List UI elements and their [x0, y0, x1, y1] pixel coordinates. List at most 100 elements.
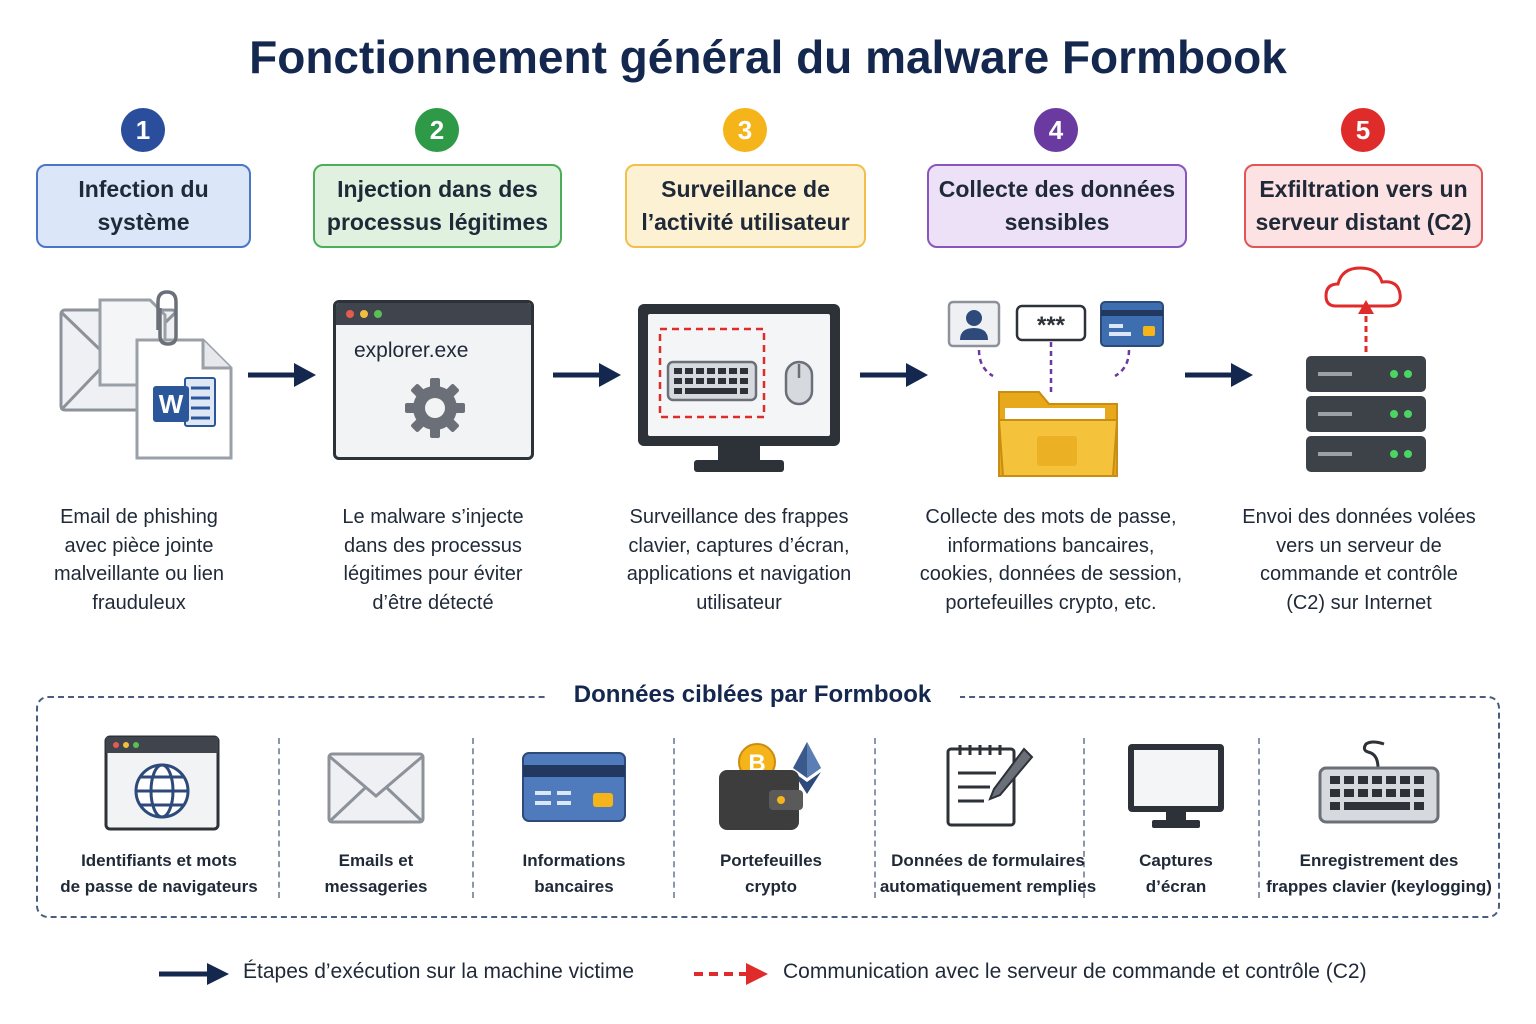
gear-icon — [405, 378, 465, 438]
step-1-title-line2: système — [97, 209, 190, 235]
step-2-description: Le malware s’injecte dans des processus … — [298, 503, 568, 617]
step-1-badge: 1 — [121, 108, 165, 152]
window-dot-yellow — [360, 310, 368, 318]
word-letter: W — [159, 389, 184, 419]
panel-separator — [673, 738, 675, 898]
password-mask-text: *** — [1037, 312, 1066, 339]
label-line: Captures — [1139, 851, 1213, 870]
desc-line: Le malware s’injecte — [342, 506, 524, 528]
desc-line: clavier, captures d’écran, — [628, 534, 850, 557]
step-3-badge: 3 — [723, 108, 767, 152]
step-1-title-box: Infection du système — [36, 164, 251, 248]
flow-arrow-4 — [1185, 363, 1253, 387]
envelope-icon — [327, 752, 425, 824]
desc-line: avec pièce jointe — [64, 534, 214, 557]
step-2-badge: 2 — [415, 108, 459, 152]
step-5-title-line1: Exfiltration vers un — [1259, 176, 1468, 202]
target-label-browser: Identifiants et mots de passe de navigate… — [48, 848, 270, 900]
desc-line: Surveillance des frappes — [629, 506, 849, 528]
form-notepad-icon — [946, 745, 1034, 827]
label-line: d’écran — [1145, 877, 1207, 896]
panel-separator — [1258, 738, 1260, 898]
step-5-description: Envoi des données volées vers un serveur… — [1224, 503, 1494, 617]
flow-arrow-2 — [553, 363, 621, 387]
step-5-title-line2: serveur distant (C2) — [1255, 209, 1472, 235]
label-line: Informations — [522, 851, 626, 870]
desc-line: d’être détecté — [372, 591, 494, 614]
step-3-title-box: Surveillance de l’activité utilisateur — [625, 164, 866, 248]
label-line: Emails et — [338, 851, 414, 870]
desc-line: légitimes pour éviter — [343, 563, 523, 585]
flow-arrow-1 — [248, 363, 316, 387]
label-line: bancaires — [534, 877, 614, 896]
desc-line: portefeuilles crypto, etc. — [945, 591, 1157, 614]
desc-line: cookies, données de session, — [919, 563, 1183, 585]
data-collection-icon: *** — [947, 300, 1164, 477]
label-line: crypto — [745, 877, 797, 896]
window-process-name: explorer.exe — [354, 339, 469, 362]
step-5-badge: 5 — [1341, 108, 1385, 152]
target-label-keylogging: Enregistrement des frappes clavier (keylo… — [1262, 848, 1496, 900]
page-title: Fonctionnement général du malware Formbo… — [249, 31, 1287, 83]
legend-solid-label: Étapes d’exécution sur la machine victim… — [243, 960, 635, 983]
phishing-email-icon: W — [59, 290, 233, 460]
step-4-title-box: Collecte des données sensibles — [927, 164, 1187, 248]
desc-line: frauduleux — [92, 591, 186, 614]
target-label-forms: Données de formulaires automatiquement re… — [876, 848, 1100, 900]
step-5-title-box: Exfiltration vers un serveur distant (C2) — [1244, 164, 1483, 248]
keyboard-icon — [1318, 740, 1440, 824]
label-line: Enregistrement des — [1299, 851, 1459, 870]
step-1-description: Email de phishing avec pièce jointe malv… — [4, 503, 274, 617]
c2-server-icon — [1306, 266, 1426, 472]
step-3-title-line2: l’activité utilisateur — [641, 209, 850, 235]
target-label-banking: Informations bancaires — [480, 848, 668, 900]
step-3-description: Surveillance des frappes clavier, captur… — [604, 503, 874, 617]
window-titlebar — [336, 303, 531, 325]
desc-line: commande et contrôle — [1260, 563, 1458, 585]
desc-line: dans des processus — [344, 534, 522, 557]
panel-separator — [874, 738, 876, 898]
step-4-description: Collecte des mots de passe, informations… — [905, 503, 1197, 617]
desc-line: Collecte des mots de passe, — [925, 506, 1177, 528]
panel-separator — [1083, 738, 1085, 898]
desc-line: utilisateur — [696, 591, 782, 614]
monitor-icon — [1128, 744, 1224, 828]
desc-line: Envoi des données volées — [1242, 506, 1476, 528]
label-line: automatiquement remplies — [879, 877, 1097, 896]
step-4-badge: 4 — [1034, 108, 1078, 152]
label-line: frappes clavier (keylogging) — [1266, 877, 1492, 896]
crypto-wallet-icon: B — [719, 742, 821, 830]
step-2-title-box: Injection dans des processus légitimes — [313, 164, 562, 248]
target-label-crypto: Portefeuilles crypto — [680, 848, 862, 900]
step-1-title-line1: Infection du — [78, 176, 209, 202]
legend-dashed-label: Communication avec le serveur de command… — [783, 960, 1367, 983]
label-line: messageries — [324, 877, 428, 896]
label-line: Identifiants et mots — [81, 851, 237, 870]
desc-line: informations bancaires, — [947, 534, 1155, 557]
step-4-title-line1: Collecte des données — [938, 176, 1176, 202]
step-3-title-line1: Surveillance de — [661, 176, 830, 202]
step-2-title-line2: processus légitimes — [326, 209, 549, 235]
target-label-screenshots: Captures d’écran — [1090, 848, 1262, 900]
step-4-title-line2: sensibles — [1004, 209, 1110, 235]
credit-card-icon — [522, 752, 626, 822]
desc-line: malveillante ou lien — [53, 563, 225, 585]
desc-line: Email de phishing — [60, 506, 218, 528]
desc-line: (C2) sur Internet — [1286, 591, 1432, 614]
flow-arrow-3 — [860, 363, 928, 387]
legend-solid-arrow — [159, 963, 229, 985]
window-dot-red — [346, 310, 354, 318]
window-dot-green — [374, 310, 382, 318]
monitor-surveillance-icon — [638, 304, 840, 472]
explorer-window-icon: explorer.exe — [333, 300, 534, 460]
legend-dashed-arrow — [694, 963, 768, 985]
browser-globe-icon — [104, 735, 220, 831]
panel-separator — [278, 738, 280, 898]
panel-separator — [472, 738, 474, 898]
step-2-title-line1: Injection dans des — [337, 176, 538, 202]
label-line: de passe de navigateurs — [60, 877, 258, 896]
label-line: Portefeuilles — [719, 851, 823, 870]
desc-line: vers un serveur de — [1276, 534, 1442, 557]
target-label-emails: Emails et messageries — [286, 848, 466, 900]
label-line: Données de formulaires — [891, 851, 1085, 870]
